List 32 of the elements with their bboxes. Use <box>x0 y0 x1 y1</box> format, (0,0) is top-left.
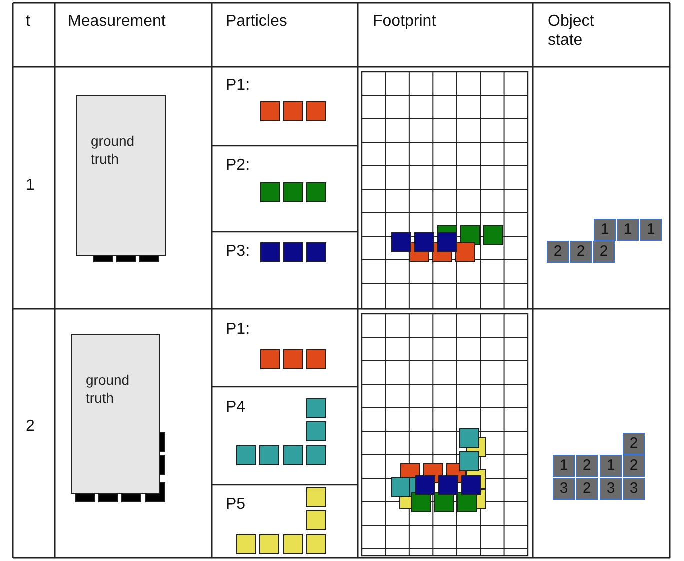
state-tile: 2 <box>593 241 615 263</box>
box-label: ground truth <box>91 132 136 168</box>
state-tile: 2 <box>547 241 569 263</box>
state-tile: 3 <box>553 478 575 500</box>
particle-label: P4 <box>226 398 246 417</box>
particle-label: P2: <box>226 156 250 175</box>
state-tile: 2 <box>576 478 598 500</box>
state-tile: 1 <box>640 219 662 241</box>
box-label: ground truth <box>86 371 131 407</box>
time-step-number: 2 <box>26 417 35 436</box>
column-header: t <box>26 12 30 31</box>
column-header: Object state <box>548 12 596 50</box>
state-tile: 3 <box>600 478 622 500</box>
particle-label: P1: <box>226 320 250 339</box>
state-tile: 1 <box>617 219 639 241</box>
state-tile: 1 <box>553 455 575 477</box>
time-step-number: 1 <box>26 176 35 195</box>
particle-label: P5 <box>226 495 246 514</box>
state-tile: 3 <box>623 478 645 500</box>
state-tile: 2 <box>623 455 645 477</box>
particle-label: P3: <box>226 242 250 261</box>
state-tile: 2 <box>623 433 645 455</box>
state-tile: 2 <box>570 241 592 263</box>
state-tile: 2 <box>576 455 598 477</box>
column-header: Measurement <box>68 12 166 31</box>
ground-truth-box <box>76 95 166 256</box>
state-tile: 1 <box>600 455 622 477</box>
state-tile: 1 <box>594 219 616 241</box>
column-header: Footprint <box>373 12 436 31</box>
column-header: Particles <box>226 12 288 31</box>
particle-label: P1: <box>226 76 250 95</box>
ground-truth-box <box>71 334 160 494</box>
